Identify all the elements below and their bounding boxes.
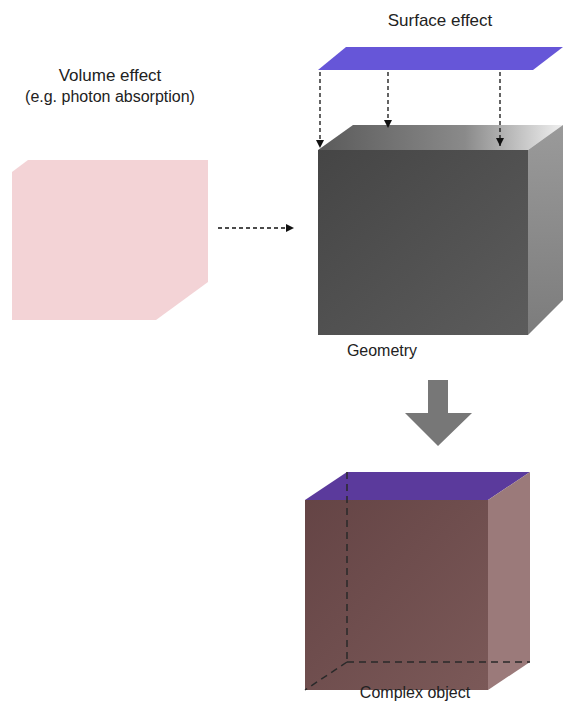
dashed-arrow (320, 72, 500, 148)
volume-label-group: Volume effect(e.g. photon absorption) (5, 62, 215, 322)
block-arrow-shape (405, 380, 472, 446)
block-arrow (405, 380, 472, 446)
complex-object-group: Complex object (303, 470, 533, 703)
cube-top (318, 125, 563, 150)
dashed-arrow-line (387, 72, 388, 128)
cube-side (528, 125, 563, 335)
hidden-edges (305, 472, 530, 690)
geometry-cube (318, 125, 563, 335)
complex-cube (305, 472, 530, 690)
dashed-arrow-line (218, 227, 294, 228)
hidden-edge (347, 661, 530, 663)
shape-label: Volume effect (59, 66, 162, 86)
shape-label: (e.g. photon absorption) (25, 87, 195, 106)
shape-label: Complex object (360, 683, 470, 702)
dashed-arrow (218, 228, 294, 229)
dashed-arrow-line (319, 72, 320, 148)
hidden-edge (305, 662, 347, 690)
shape-label: Surface effect (388, 11, 493, 31)
dashed-arrow-line (499, 72, 500, 146)
geometry-group: Geometry (316, 122, 563, 364)
surface-plane (318, 47, 563, 70)
cube-front (318, 150, 528, 335)
volume-block (12, 160, 208, 320)
hidden-edge (346, 472, 348, 662)
cube-side (488, 472, 530, 690)
surface-label-group: Surface effect (318, 5, 563, 73)
shape-label: Geometry (347, 341, 417, 360)
